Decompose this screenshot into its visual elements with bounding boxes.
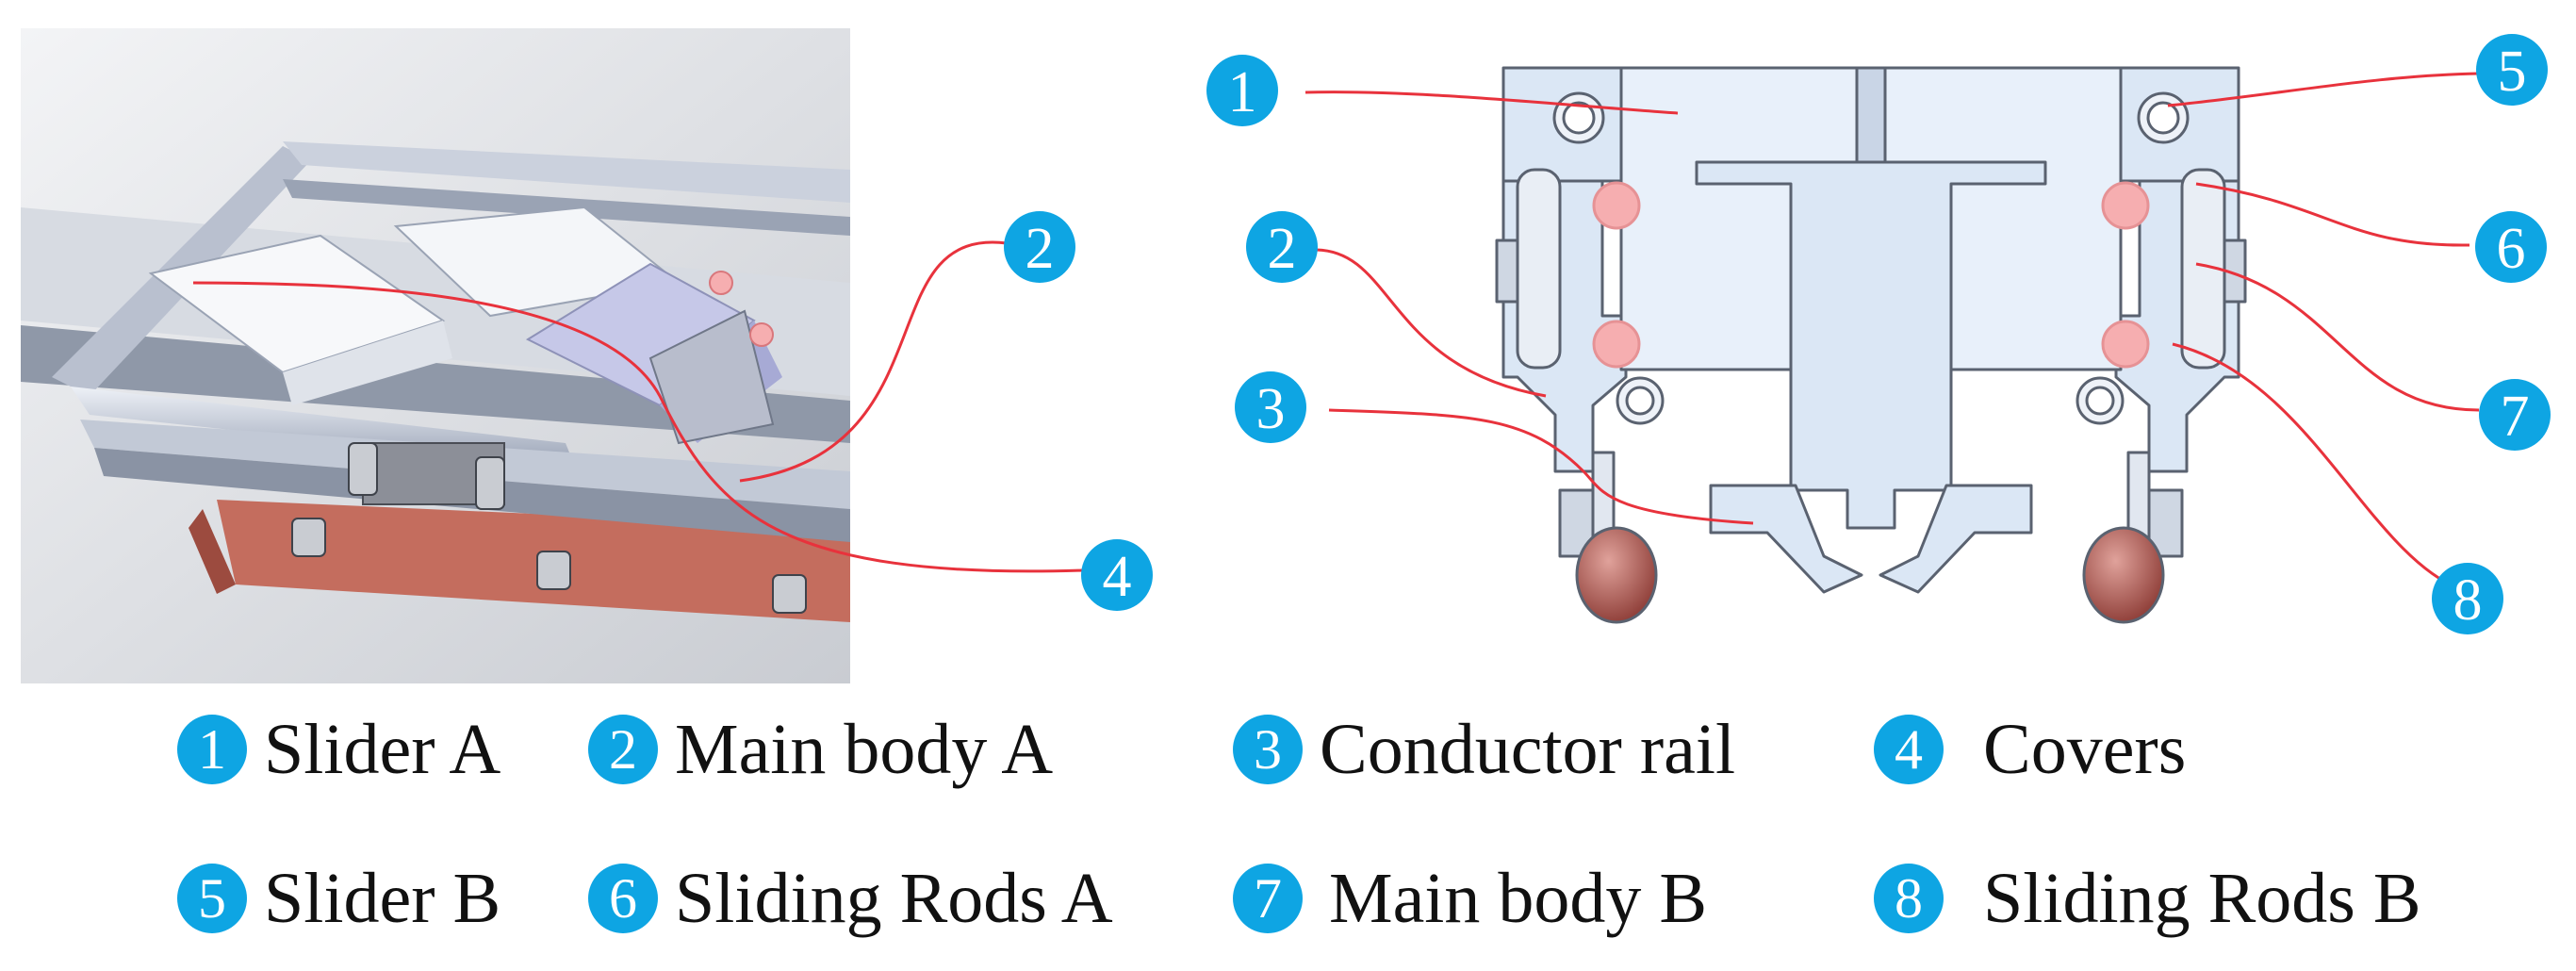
numbered-circle-icon	[1081, 539, 1153, 611]
legend-item-slider-b: 5 Slider B	[177, 847, 500, 950]
callout-number: 3	[1256, 377, 1286, 441]
legend-row-2: 5 Slider B 6 Sliding Rods A 7 Main body …	[0, 847, 2576, 950]
numbered-circle-icon: 5	[177, 864, 247, 933]
legend-item-main-body-b: 7 Main body B	[1233, 847, 1707, 950]
legend-label: Sliding Rods A	[675, 859, 1113, 938]
numbered-circle-icon: 6	[588, 864, 658, 933]
legend-label: Slider B	[264, 859, 501, 938]
cross-section-view	[1495, 66, 2247, 624]
numbered-circle-icon	[2432, 563, 2503, 634]
numbered-circle-icon	[1004, 211, 1075, 283]
sliding-rod-a	[1592, 181, 1641, 230]
leader-lines	[192, 72, 2480, 591]
callout-number: 1	[1228, 60, 1257, 124]
numbered-circle-icon: 8	[1874, 864, 1944, 933]
callout-number: 8	[2453, 568, 2483, 633]
numbered-circle-icon	[2479, 379, 2551, 451]
wheel-left	[1575, 526, 1658, 624]
legend-label: Sliding Rods B	[1983, 859, 2421, 938]
conductor-rail	[1695, 160, 2047, 530]
legend-item-main-body-a: 2 Main body A	[588, 698, 1053, 801]
legend-row-1: 1 Slider A 2 Main body A 3 Conductor rai…	[0, 698, 2576, 801]
legend-item-sliding-rods-a: 6 Sliding Rods A	[588, 847, 1113, 950]
numbered-circle-icon	[1206, 55, 1278, 126]
sliding-rod-b	[2101, 320, 2150, 369]
legend-item-conductor-rail: 3 Conductor rail	[1233, 698, 1735, 801]
legend-label: Slider A	[264, 710, 501, 789]
numbered-circle-icon	[2475, 211, 2547, 283]
legend-label: Main body B	[1329, 859, 1708, 938]
numbered-circle-icon: 7	[1233, 864, 1303, 933]
callout-number: 5	[2498, 40, 2527, 104]
numbered-circle-icon: 1	[177, 715, 247, 784]
covers-plate	[217, 500, 850, 622]
legend-item-slider-a: 1 Slider A	[177, 698, 500, 801]
numbered-circle-icon	[1235, 371, 1306, 443]
callout-number: 6	[2497, 217, 2526, 281]
legend-label: Covers	[1983, 710, 2187, 789]
callout-badges: 2 4 1 2 3 5 6 7 8	[1004, 34, 2551, 634]
legend-label: Conductor rail	[1320, 710, 1736, 789]
legend-item-covers: 4 Covers	[1874, 698, 2186, 801]
numbered-circle-icon	[2476, 34, 2548, 106]
legend-item-sliding-rods-b: 8 Sliding Rods B	[1874, 847, 2421, 950]
wheel-right	[2082, 526, 2165, 624]
numbered-circle-icon: 2	[588, 715, 658, 784]
callout-number: 2	[1268, 217, 1297, 281]
legend-label: Main body A	[675, 710, 1054, 789]
numbered-circle-icon	[1246, 211, 1318, 283]
numbered-circle-icon: 3	[1233, 715, 1303, 784]
callout-number: 4	[1103, 545, 1132, 609]
numbered-circle-icon: 4	[1874, 715, 1944, 784]
render-3d-view	[21, 28, 850, 683]
callout-number: 7	[2501, 385, 2530, 449]
callout-number: 2	[1025, 217, 1055, 281]
